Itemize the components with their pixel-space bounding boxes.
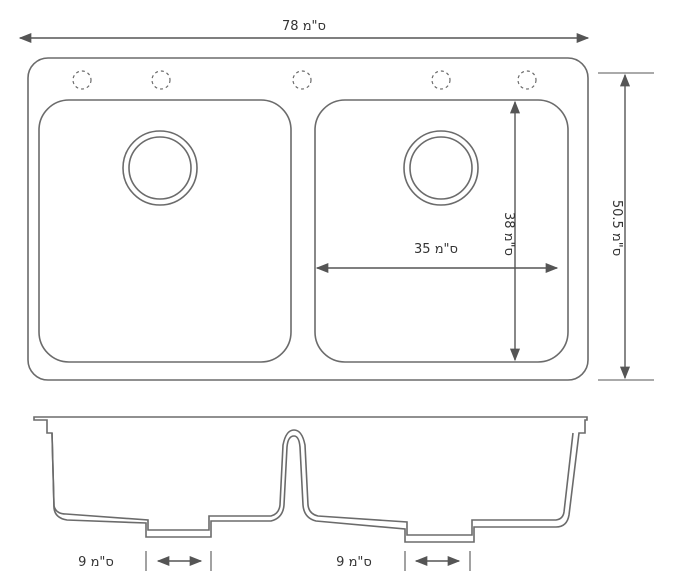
drain-offset-right-dimension: 9 ס"מ [336,551,471,571]
left-drain-inner [128,136,192,200]
faucet-hole [431,70,451,90]
faucet-hole [151,70,171,90]
bowl-width-label: 35 ס"מ [414,242,458,257]
bowl-depth-dimension: 38 ס"מ [501,100,521,362]
total-depth-label: 50.5 ס"מ [609,200,624,256]
top-view [27,57,589,381]
faucet-hole [292,70,312,90]
right-drain-inner [409,136,473,200]
faucet-hole [72,70,92,90]
bowl-width-dimension: 35 ס"מ [315,242,559,274]
right-bowl [314,99,569,363]
side-view [33,416,588,543]
sink-section-inner [51,429,574,536]
total-depth-dimension: 50.5 ס"מ [598,72,654,381]
faucet-holes [72,70,537,90]
total-width-dimension: 78 ס"מ [18,19,590,44]
faucet-hole [517,70,537,90]
total-width-label: 78 ס"מ [282,19,326,34]
drain-offset-left-label: 9 ס"מ [78,555,114,570]
drain-offset-left-dimension: 9 ס"מ [78,551,212,571]
sink-section-profile [33,416,588,543]
drain-offset-right-label: 9 ס"מ [336,555,372,570]
right-drain-outer [403,130,479,206]
left-bowl [38,99,292,363]
sink-outer-rim [27,57,589,381]
bowl-depth-label: 38 ס"מ [501,212,516,256]
left-drain-outer [122,130,198,206]
